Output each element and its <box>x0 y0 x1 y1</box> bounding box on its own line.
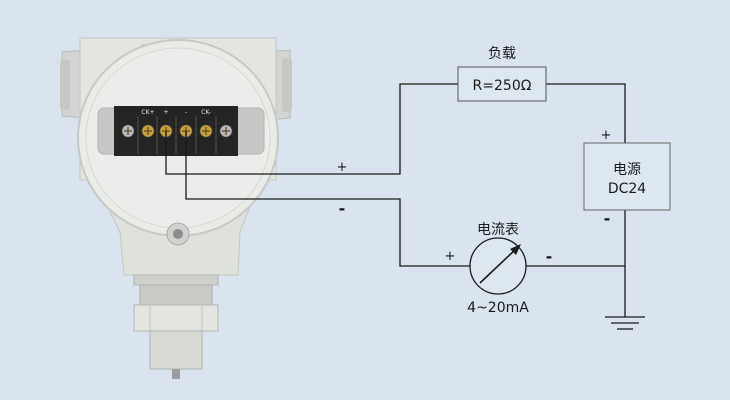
power-supply-line1: 电源 <box>613 162 641 178</box>
power-minus-sign: - <box>604 209 611 228</box>
terminal-separator <box>175 116 177 154</box>
signal-plus-sign: + <box>337 160 348 175</box>
pressure-port <box>172 369 180 379</box>
terminal-label-ck-minus: CK- <box>201 109 211 116</box>
terminal-separator <box>215 116 217 154</box>
left-ear-rib <box>60 60 70 110</box>
ground-symbol-icon <box>605 316 645 330</box>
terminal-separator <box>137 116 139 154</box>
load-resistor: 负载 R=250Ω <box>457 46 547 102</box>
right-ear-rib <box>282 58 292 112</box>
ammeter-minus-sign: - <box>546 247 553 266</box>
terminal-screw-icon <box>199 124 213 138</box>
bottom-bolt-center <box>173 229 183 239</box>
terminal-label-plus: + <box>163 109 168 116</box>
terminal-screw-icon <box>121 124 135 138</box>
terminal-block: CK+ + - CK- <box>114 106 238 156</box>
terminal-label-minus: - <box>185 109 187 116</box>
signal-minus-sign: - <box>339 199 346 218</box>
neck-collar <box>133 274 219 286</box>
power-supply: 电源 DC24 + - <box>583 128 671 228</box>
terminal-screw-icon <box>219 124 233 138</box>
load-value: R=250Ω <box>473 78 532 94</box>
terminal-separators <box>137 116 217 154</box>
power-supply-box <box>583 142 671 211</box>
ammeter-title: 电流表 <box>477 222 519 238</box>
ammeter-plus-sign: + <box>445 249 456 264</box>
thread-stem <box>149 330 203 370</box>
ammeter-range: 4~20mA <box>467 300 529 316</box>
terminal-labels: CK+ + - CK- <box>141 109 210 116</box>
terminal-separator <box>156 116 158 154</box>
wire-minus-to-meter <box>185 131 470 267</box>
power-plus-sign: + <box>601 128 612 143</box>
load-box <box>457 66 547 102</box>
wire-load-to-power-plus <box>546 83 626 143</box>
hex-nut <box>133 304 219 332</box>
pressure-transmitter: CK+ + - CK- <box>60 37 292 379</box>
wire-plus-to-load <box>165 83 458 175</box>
terminal-label-ck-plus: CK+ <box>141 109 154 116</box>
power-supply-line2: DC24 <box>608 181 646 197</box>
wires <box>165 83 626 317</box>
terminal-separator <box>195 116 197 154</box>
terminal-screw-icon <box>141 124 155 138</box>
load-title: 负载 <box>488 46 516 62</box>
meter-needle-icon <box>479 244 521 284</box>
ammeter: 电流表 + - 4~20mA <box>445 222 553 316</box>
neck-ring <box>139 284 213 306</box>
